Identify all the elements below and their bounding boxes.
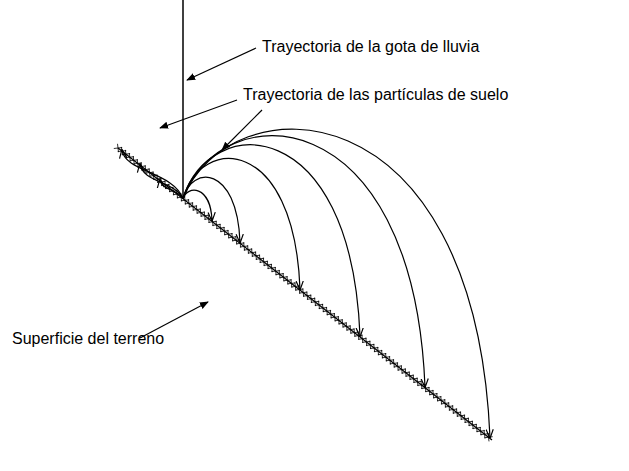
ground-surface: [114, 144, 493, 442]
particle-arc: [183, 145, 360, 336]
leader-arrow: [160, 100, 237, 128]
surface-label: Superficie del terreno: [12, 330, 164, 348]
raindrop-path: [183, 0, 184, 197]
particle-arc: [183, 159, 300, 289]
particle-arc: [183, 129, 490, 437]
ground-hatching: [114, 144, 493, 442]
leader-arrow: [222, 110, 262, 150]
particle-label: Trayectoria de las partículas de suelo: [243, 86, 508, 104]
particle-arc: [160, 180, 183, 199]
particle-arc: [183, 136, 425, 387]
particle-arc: [183, 177, 240, 242]
slope-line: [118, 148, 492, 440]
leader-arrow: [187, 48, 256, 80]
particle-arc: [122, 150, 183, 199]
particle-arc: [140, 164, 183, 199]
raindrop-line: [182, 0, 184, 197]
particle-arc: [183, 190, 212, 220]
particle-trajectories: [122, 129, 490, 437]
drop-label: Trayectoria de la gota de lluvia: [262, 38, 479, 56]
